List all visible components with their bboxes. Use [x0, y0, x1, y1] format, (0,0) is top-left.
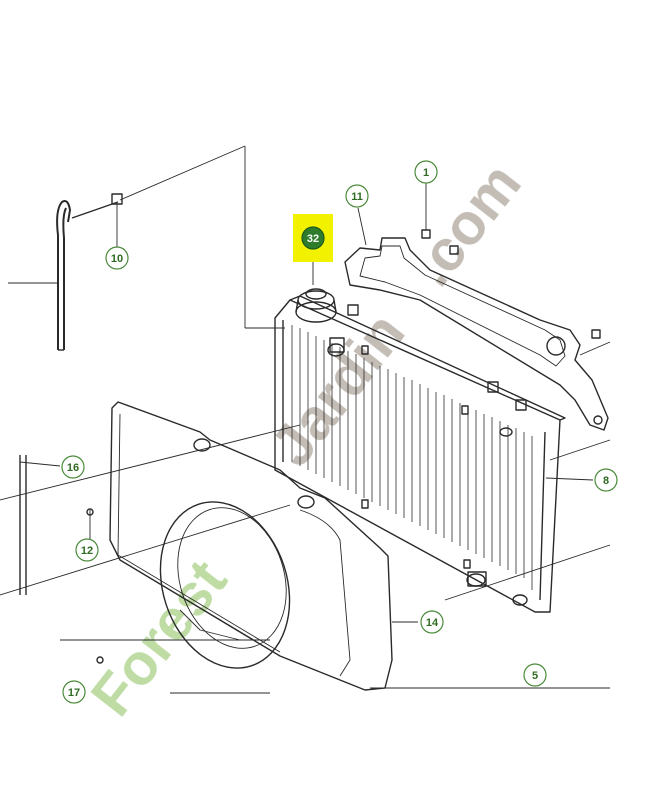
callout-1[interactable]: 1 [414, 160, 438, 184]
watermark-forest: Forest [79, 548, 239, 728]
callout-16[interactable]: 16 [61, 455, 85, 479]
dipstick-rod [8, 145, 285, 351]
callout-11[interactable]: 11 [345, 184, 369, 208]
callout-5-label: 5 [532, 670, 538, 682]
callout-12-label: 12 [81, 545, 93, 557]
leader-lines [0, 183, 611, 694]
callout-8[interactable]: 8 [594, 468, 618, 492]
callout-32-highlighted[interactable]: 32 [293, 214, 333, 262]
callout-16-label: 16 [67, 462, 79, 474]
radiator [274, 288, 566, 613]
callout-12[interactable]: 12 [75, 538, 99, 562]
bolts [86, 229, 601, 664]
radiator-cap [295, 288, 337, 323]
callout-17[interactable]: 17 [62, 680, 86, 704]
callout-14-label: 14 [426, 617, 439, 629]
fan-opening [159, 501, 291, 669]
fan-shroud [109, 401, 393, 691]
callout-1-label: 1 [423, 167, 429, 179]
callout-8-label: 8 [603, 475, 609, 487]
callout-11-label: 11 [351, 191, 363, 203]
callout-10-label: 10 [111, 253, 123, 265]
callout-10[interactable]: 10 [105, 246, 129, 270]
radiator-fins [291, 325, 533, 590]
callout-32-label: 32 [307, 233, 319, 245]
mounting-bracket [344, 237, 609, 431]
callout-5[interactable]: 5 [523, 663, 547, 687]
callout-17-label: 17 [68, 687, 80, 699]
callout-14[interactable]: 14 [420, 610, 444, 634]
